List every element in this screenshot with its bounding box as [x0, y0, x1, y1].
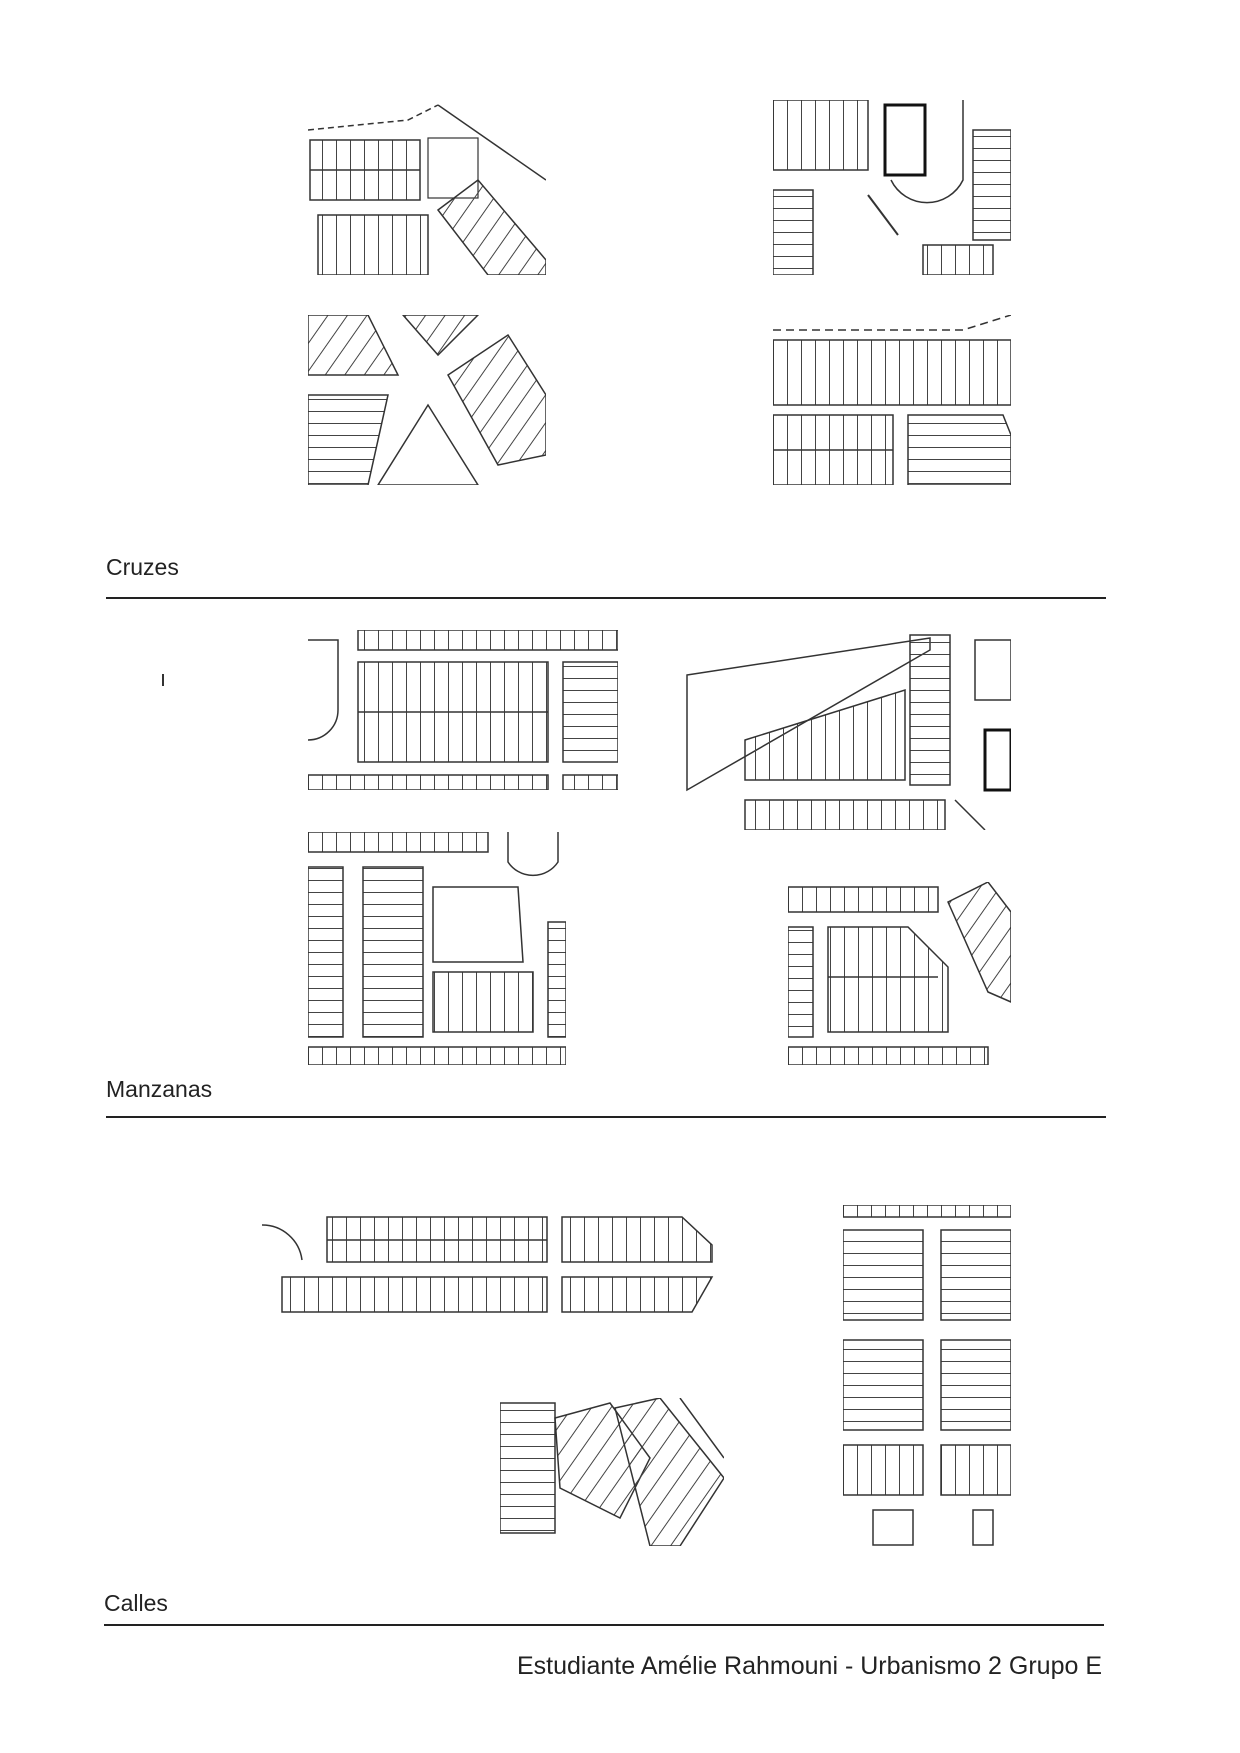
section-rule-manzanas	[106, 1116, 1106, 1118]
plan-manzana-3	[308, 832, 566, 1065]
footer-credit: Estudiante Amélie Rahmouni - Urbanismo 2…	[516, 1652, 1102, 1680]
plan-calle-3	[500, 1398, 724, 1546]
plan-cruze-3	[308, 315, 546, 485]
plan-manzana-4	[788, 882, 1011, 1065]
plan-cruze-1	[308, 100, 546, 275]
section-rule-cruzes	[106, 597, 1106, 599]
stray-mark	[162, 674, 164, 686]
section-label-manzanas: Manzanas	[106, 1076, 213, 1102]
plan-cruze-2	[773, 100, 1011, 275]
plan-cruze-4	[773, 315, 1011, 485]
plan-manzana-2	[685, 630, 1011, 830]
plan-manzana-1	[308, 630, 618, 790]
section-label-cruzes: Cruzes	[106, 554, 179, 580]
section-rule-calles	[104, 1624, 1104, 1626]
plan-calle-1	[262, 1215, 724, 1317]
section-label-calles: Calles	[104, 1590, 168, 1616]
plan-calle-2	[843, 1205, 1011, 1550]
